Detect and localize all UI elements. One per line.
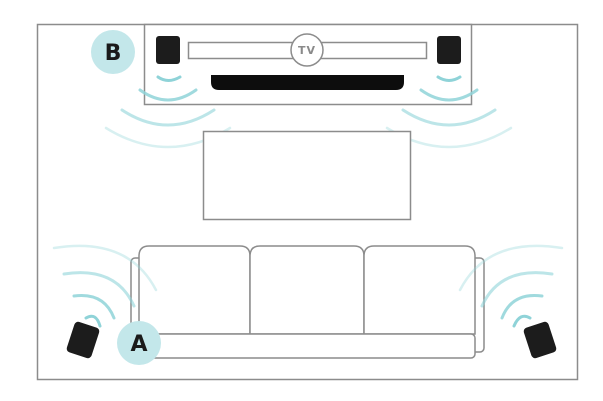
sofa-cushion-right [363,245,476,335]
sofa-cushion-middle [249,245,365,335]
badge-b-label: B [105,41,122,66]
rear-left-speaker [66,321,100,359]
rear-right-speaker [523,321,557,359]
badge-a [117,321,161,365]
sofa [130,245,485,359]
front-left-speaker [156,36,180,64]
badge-b [91,30,135,74]
rear-right-sound-waves-icon [458,244,564,328]
front-right-speaker [437,36,461,64]
tv-label: TV [298,44,316,57]
coffee-table [202,130,412,221]
rear-left-sound-waves-icon [52,244,158,328]
badge-a-label: A [130,332,147,357]
sofa-seat-front [138,333,476,359]
tv-logo-circle [290,33,324,67]
soundbar [211,75,404,90]
